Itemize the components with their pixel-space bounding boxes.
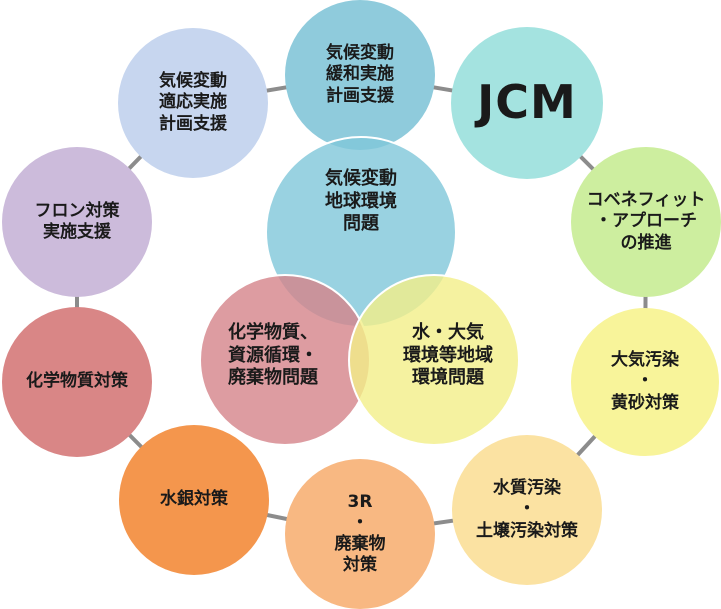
node-label: 気候変動 地球環境 問題 <box>325 168 397 235</box>
node-jcm: JCM <box>451 27 603 179</box>
node-label: 3R ・ 廃棄物 対策 <box>334 491 386 576</box>
node-label: JCM <box>477 75 577 130</box>
node-chemical-substances: 化学物質対策 <box>2 307 152 457</box>
node-label: フロン対策 実施支援 <box>34 200 120 242</box>
node-label: 化学物質対策 <box>26 371 128 392</box>
node-freon: フロン対策 実施支援 <box>2 147 152 297</box>
node-climate-adaptation: 気候変動 適応実施 計画支援 <box>118 28 268 178</box>
center-water-air-regional: 水・大気 環境等地域 環境問題 <box>348 274 520 446</box>
node-label: 水質汚染 ・ 土壌汚染対策 <box>476 478 578 541</box>
node-3r-waste: 3R ・ 廃棄物 対策 <box>285 459 435 609</box>
node-label: コベネフィット ・アプローチ の推進 <box>586 190 706 253</box>
node-mercury: 水銀対策 <box>119 425 269 575</box>
node-label: 気候変動 緩和実施 計画支援 <box>326 43 394 106</box>
node-label: 大気汚染 ・ 黄砂対策 <box>611 350 679 413</box>
node-label: 水・大気 環境等地域 環境問題 <box>403 322 493 389</box>
node-label: 化学物質、 資源循環・ 廃棄物問題 <box>228 322 318 389</box>
node-cobenefit: コベネフィット ・アプローチ の推進 <box>571 147 721 297</box>
node-water-soil-pollution: 水質汚染 ・ 土壌汚染対策 <box>452 435 602 585</box>
center-chemical-resource: 化学物質、 資源循環・ 廃棄物問題 <box>199 274 371 446</box>
node-label: 水銀対策 <box>160 489 228 510</box>
node-label: 気候変動 適応実施 計画支援 <box>159 71 227 134</box>
node-air-pollution: 大気汚染 ・ 黄砂対策 <box>571 308 719 456</box>
node-climate-mitigation: 気候変動 緩和実施 計画支援 <box>285 0 435 150</box>
